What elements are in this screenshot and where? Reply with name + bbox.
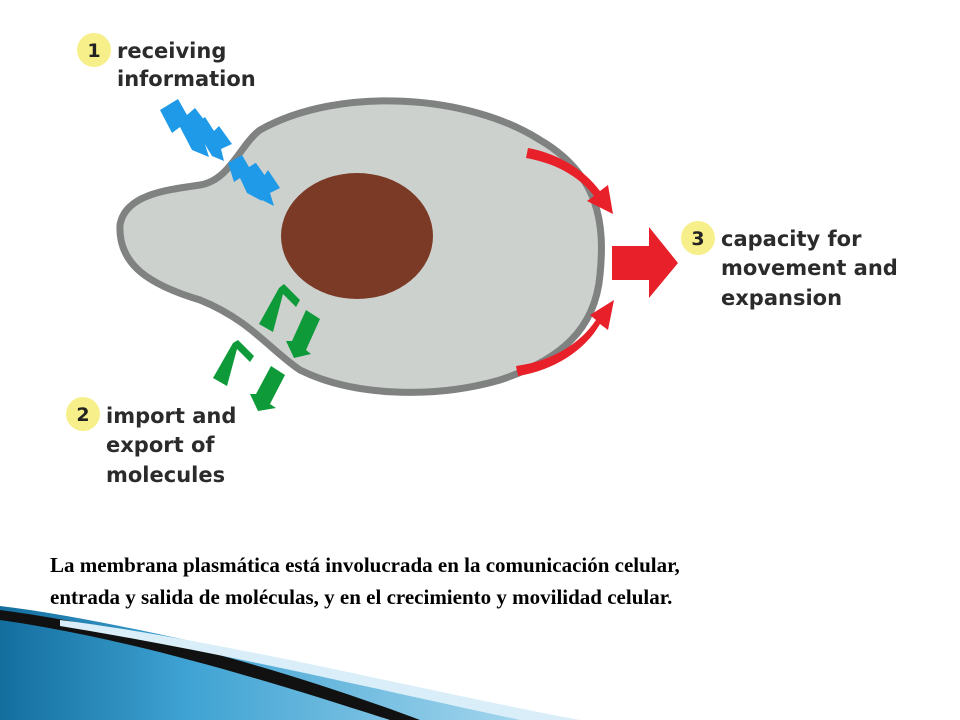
signal-arrow-4: [244, 163, 280, 206]
caption-line-1: La membrana plasmática está involucrada …: [50, 553, 680, 577]
movement-arrows: [516, 148, 678, 376]
label-receiving-information: 1 receiving information: [77, 33, 256, 91]
caption-line-2: entrada y salida de moléculas, y en el c…: [50, 585, 673, 609]
label-2-line-1: import and: [106, 404, 236, 428]
label-2-line-2: export of: [106, 433, 215, 457]
nucleus: [281, 173, 433, 299]
label-3-line-2: movement and: [721, 256, 898, 280]
footer-black-swoosh: [0, 610, 420, 720]
footer-decoration: [0, 606, 580, 720]
label-3-line-3: expansion: [721, 286, 842, 310]
badge-2: [66, 397, 100, 431]
transport-arrow-in-2: [213, 340, 254, 386]
signal-arrow-2: [190, 117, 232, 161]
label-3-line-1: capacity for: [721, 227, 862, 251]
transport-arrows: [213, 284, 320, 411]
movement-main-arrow: [612, 227, 678, 298]
movement-curve-arrow-bottom: [516, 300, 614, 376]
label-1-line-2: information: [117, 67, 256, 91]
footer-light-swoosh: [60, 620, 580, 720]
movement-curve-arrow-top: [526, 148, 613, 214]
transport-arrow-in-1: [259, 284, 300, 332]
label-2-line-3: molecules: [106, 463, 225, 487]
badge-2-number: 2: [76, 404, 89, 426]
badge-3: [681, 221, 715, 255]
transport-arrow-out-2: [250, 366, 285, 411]
badge-1: [77, 33, 111, 67]
caption: La membrana plasmática está involucrada …: [50, 549, 930, 613]
badge-1-number: 1: [87, 40, 100, 62]
badge-3-number: 3: [691, 228, 704, 250]
label-capacity-movement: 3 capacity for movement and expansion: [681, 221, 898, 310]
signal-arrows: [160, 99, 280, 206]
transport-arrow-out-1: [286, 310, 320, 358]
label-1-line-1: receiving: [117, 39, 226, 63]
label-import-export: 2 import and export of molecules: [66, 397, 236, 487]
